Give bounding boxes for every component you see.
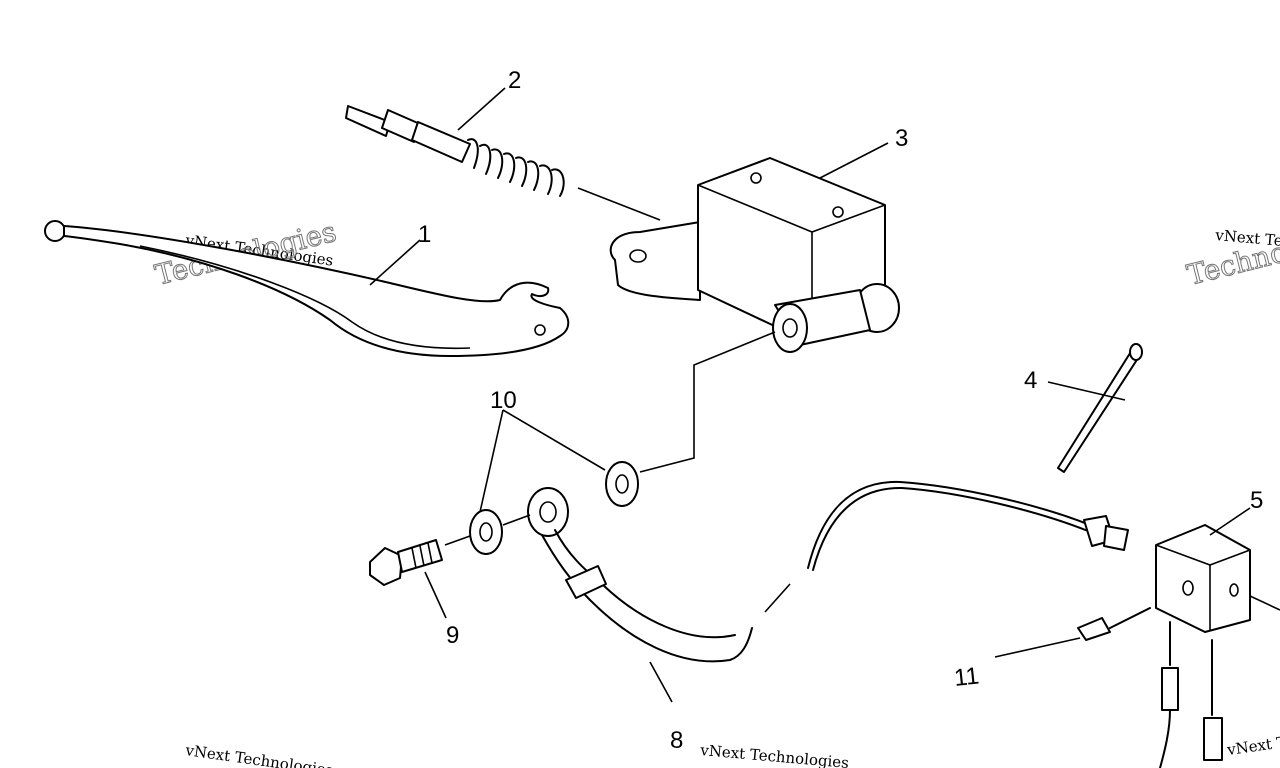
watermark-text: vNext Technologies <box>699 741 850 768</box>
watermark-4: vNext Technologies <box>183 741 334 768</box>
assembly-lines <box>444 187 791 613</box>
leader-lines <box>369 87 1251 703</box>
part-label-5: 5 <box>1250 487 1263 514</box>
watermark-text: vNext Technologies <box>1225 720 1280 759</box>
part-label-2: 2 <box>508 67 521 94</box>
watermark-5: vNext Technologies <box>699 741 850 768</box>
master-cylinder <box>609 157 900 353</box>
bottom-fittings <box>1077 607 1223 768</box>
part-label-11: 11 <box>953 663 981 692</box>
watermark-text: vNext Technologies <box>183 741 334 768</box>
watermark-6: vNext Technologies <box>1225 720 1280 759</box>
part-label-1: 1 <box>418 221 431 248</box>
brake-hose <box>527 480 1129 663</box>
junction-block <box>1155 524 1280 633</box>
cable-tie <box>1057 343 1143 473</box>
part-label-9: 9 <box>446 622 459 649</box>
brake-lever <box>44 220 570 357</box>
banjo-bolt <box>369 539 443 586</box>
push-rod-spring <box>345 105 565 197</box>
part-label-4: 4 <box>1024 367 1037 394</box>
crush-washers <box>469 461 639 555</box>
part-label-3: 3 <box>895 125 908 152</box>
part-label-8: 8 <box>670 727 683 754</box>
part-label-10: 10 <box>490 387 517 414</box>
watermark-3: vNext Technologies Technologies <box>1183 214 1280 292</box>
